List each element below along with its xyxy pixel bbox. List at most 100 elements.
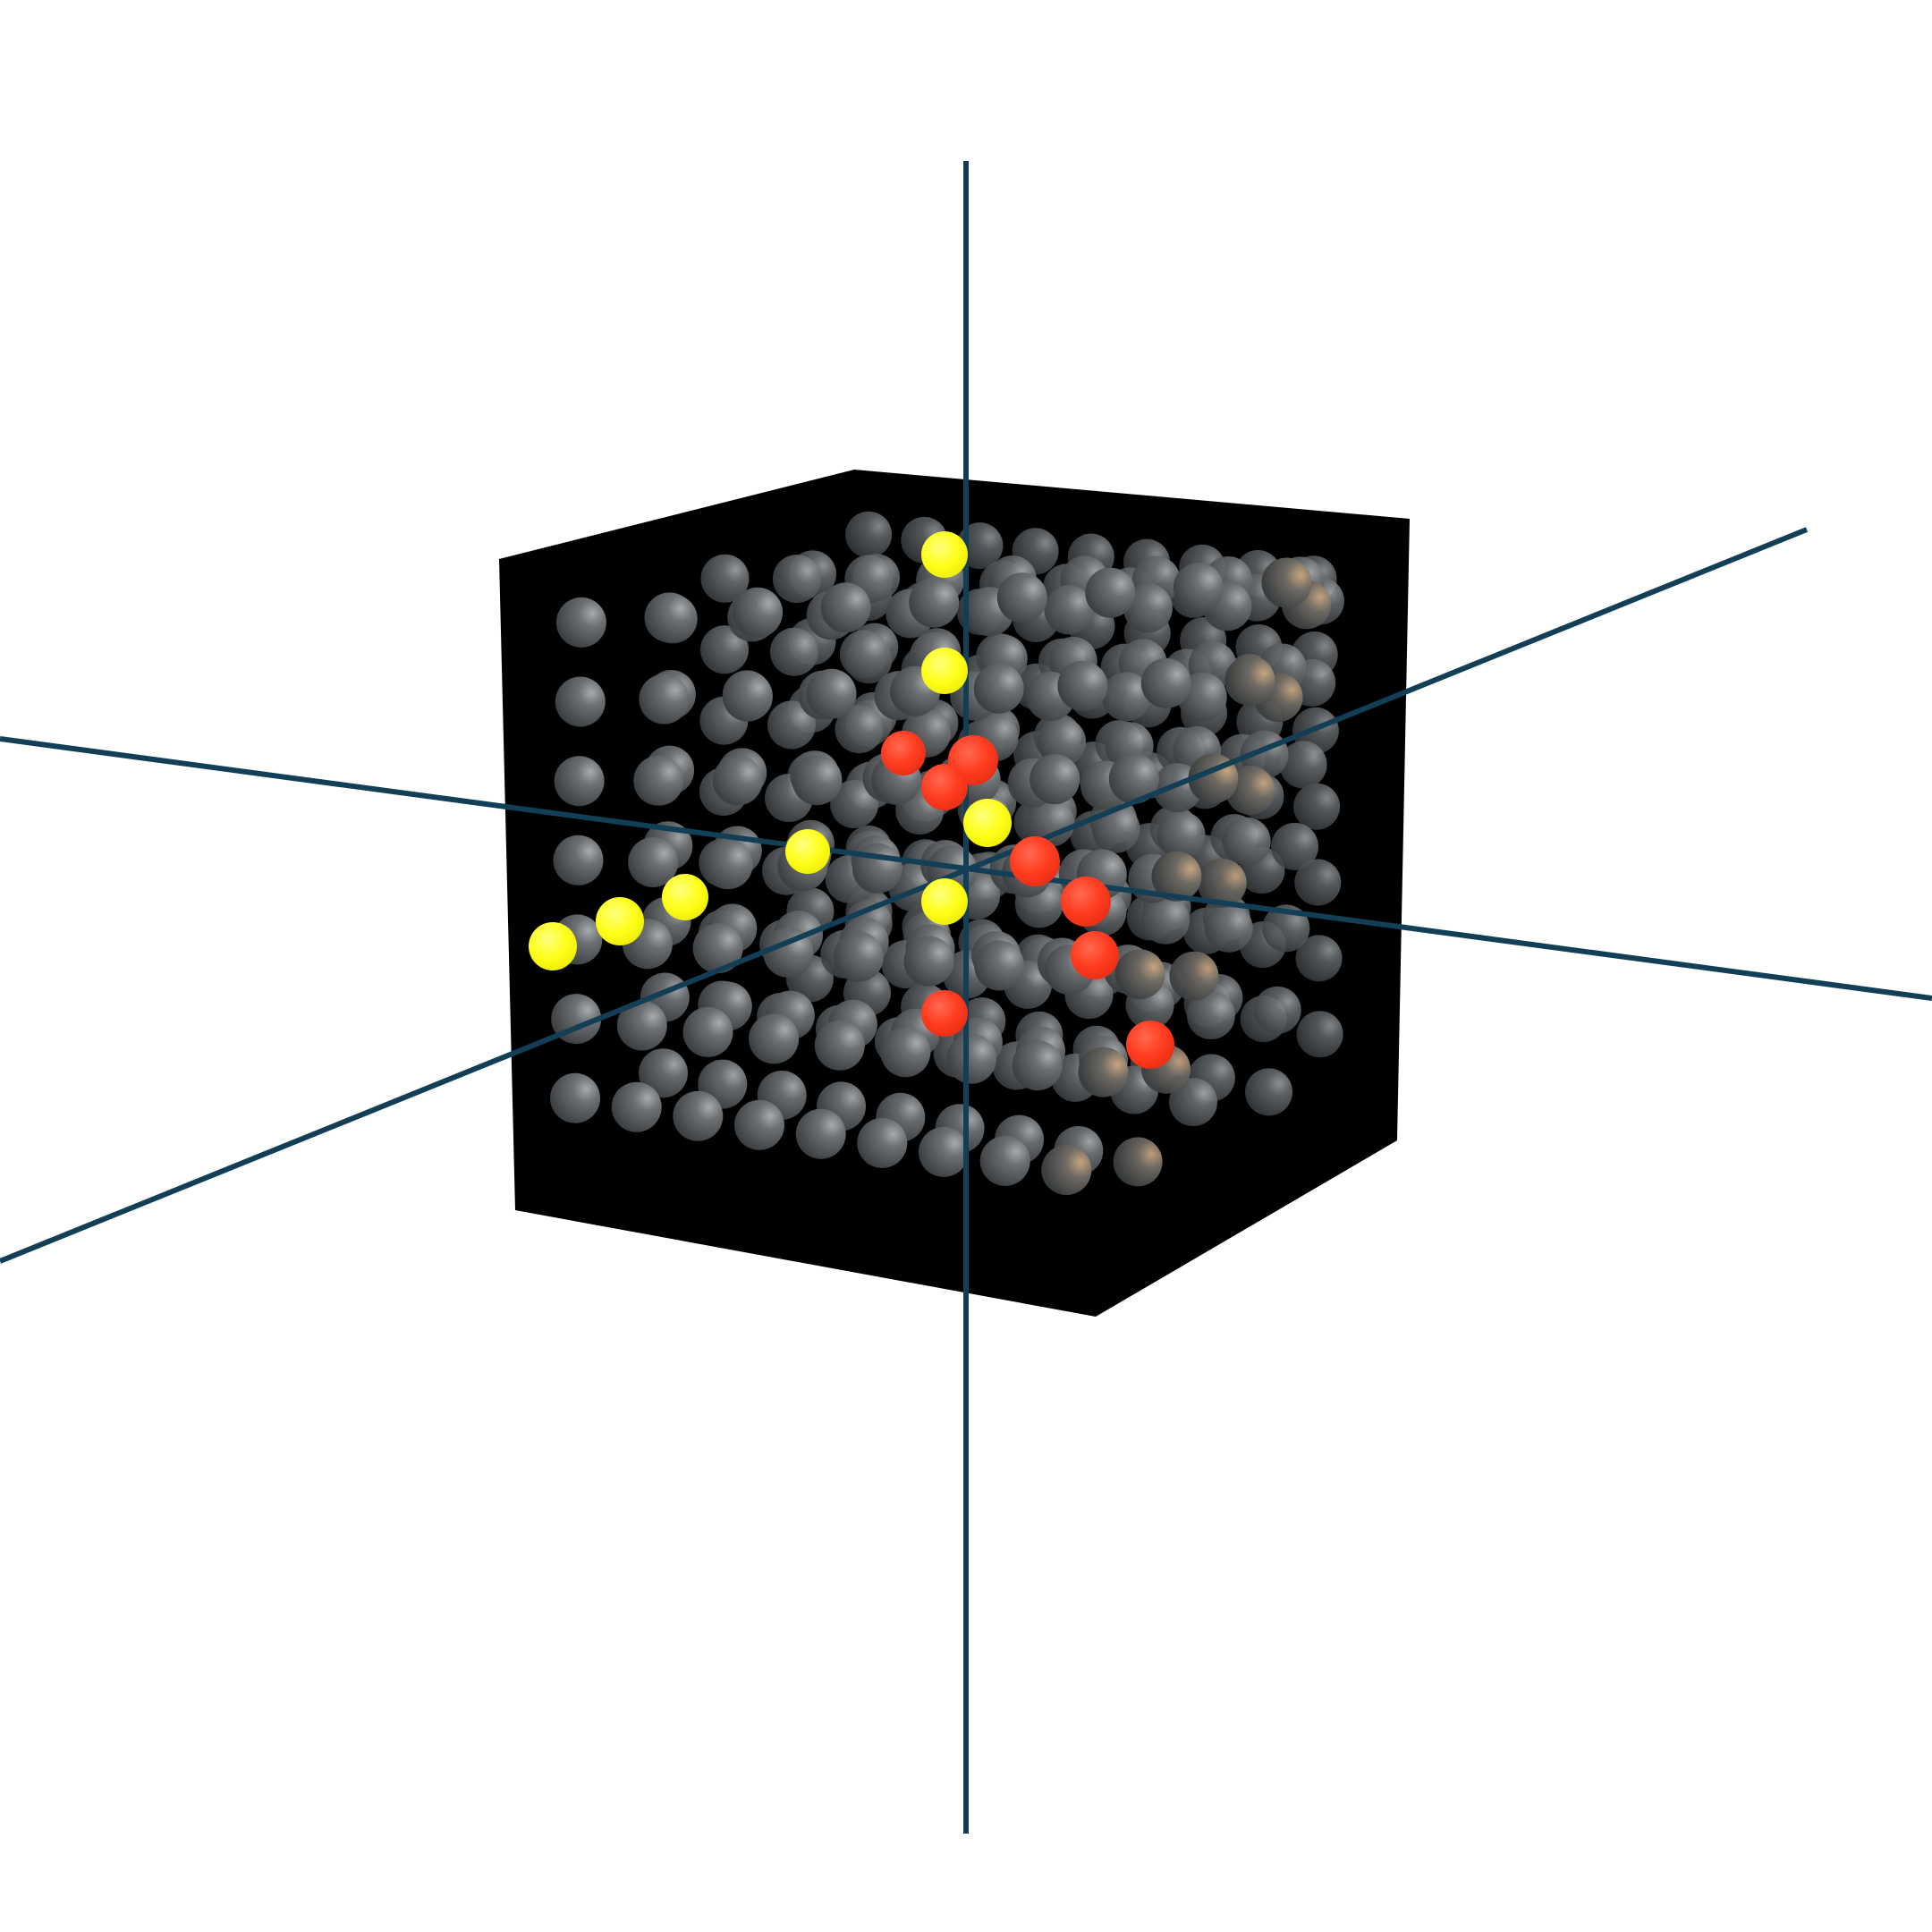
neutral-sphere [814, 1020, 865, 1071]
neutral-sphere [1038, 717, 1087, 767]
neutral-sphere [974, 940, 1025, 991]
neutral-sphere [1078, 1046, 1129, 1097]
neutral-sphere [1026, 798, 1075, 847]
neutral-sphere [1197, 858, 1247, 908]
neutral-sphere [1041, 1145, 1092, 1195]
neutral-sphere [1057, 660, 1108, 711]
neutral-sphere [1253, 986, 1301, 1034]
neutral-sphere [1294, 859, 1342, 906]
neutral-sphere [700, 554, 750, 603]
neutral-sphere [852, 843, 902, 894]
yellow-sphere [529, 922, 577, 970]
neutral-sphere [555, 597, 606, 648]
neutral-sphere [682, 1006, 733, 1057]
neutral-sphere [820, 582, 871, 633]
neutral-sphere [1224, 655, 1275, 706]
neutral-sphere [763, 927, 814, 978]
neutral-sphere [553, 835, 604, 886]
neutral-sphere [792, 755, 843, 806]
neutral-sphere [1296, 1011, 1343, 1058]
neutral-sphere [1108, 753, 1159, 804]
red-sphere [1010, 836, 1060, 886]
neutral-sphere [639, 674, 690, 724]
neutral-sphere [1012, 1040, 1063, 1091]
neutral-sphere [1151, 851, 1202, 902]
neutral-sphere [1295, 935, 1343, 982]
neutral-sphere [639, 1048, 688, 1098]
neutral-sphere [1262, 904, 1310, 953]
neutral-sphere [806, 668, 857, 719]
neutral-sphere [702, 839, 753, 890]
neutral-sphere [835, 705, 884, 754]
yellow-sphere [785, 829, 830, 874]
neutral-sphere [749, 1013, 800, 1064]
neutral-sphere [1140, 657, 1191, 708]
neutral-sphere [833, 931, 884, 982]
neutral-sphere [1030, 754, 1080, 805]
neutral-sphere [1123, 583, 1173, 633]
neutral-sphere [1169, 1078, 1217, 1127]
neutral-sphere [1279, 741, 1327, 789]
neutral-sphere [1293, 783, 1341, 830]
neutral-sphere [1141, 895, 1191, 945]
neutral-sphere [880, 1027, 931, 1078]
neutral-sphere [1169, 951, 1219, 1001]
neutral-sphere [767, 700, 816, 750]
neutral-sphere [550, 1072, 600, 1123]
neutral-sphere [692, 923, 743, 974]
red-sphere [921, 990, 968, 1037]
neutral-sphere [555, 676, 606, 727]
neutral-sphere [772, 555, 821, 604]
red-sphere [881, 731, 926, 775]
neutral-sphere [700, 625, 749, 674]
neutral-sphere [1044, 585, 1094, 635]
neutral-sphere [769, 627, 818, 676]
neutral-sphere [554, 756, 605, 807]
yellow-sphere [963, 799, 1012, 847]
neutral-sphere [1204, 903, 1253, 953]
neutral-sphere [996, 572, 1047, 623]
neutral-sphere [733, 587, 784, 638]
neutral-sphere [1245, 1068, 1292, 1116]
neutral-sphere [644, 592, 695, 643]
neutral-sphere [845, 511, 893, 558]
neutral-sphere [734, 1099, 784, 1150]
neutral-sphere [616, 1000, 667, 1051]
neutral-sphere [857, 1117, 908, 1168]
neutral-sphere [1261, 557, 1312, 608]
yellow-sphere [596, 897, 644, 945]
yellow-sphere [921, 648, 968, 694]
neutral-sphere [712, 755, 763, 806]
neutral-sphere [973, 663, 1024, 714]
yellow-sphere [921, 531, 968, 578]
neutral-sphere [946, 1033, 997, 1084]
neutral-sphere [673, 1090, 724, 1141]
highlighted-spheres [529, 531, 1174, 1069]
neutral-sphere [979, 1135, 1030, 1186]
neutral-sphere [909, 577, 960, 628]
neutral-sphere [1157, 810, 1206, 860]
red-sphere [1071, 931, 1119, 979]
red-sphere [921, 764, 968, 810]
axes [0, 161, 1932, 1834]
neutral-sphere [1173, 563, 1224, 614]
neutral-sphere [1113, 1137, 1163, 1187]
neutral-sphere [830, 780, 879, 828]
yellow-sphere [662, 874, 708, 920]
red-sphere [1061, 877, 1111, 927]
neutral-sphere [1101, 672, 1151, 722]
neutral-sphere [628, 837, 679, 887]
neutral-sphere [611, 1081, 662, 1132]
neutral-sphere [919, 1126, 969, 1177]
neutral-sphere [722, 671, 773, 722]
neutral-sphere [1186, 991, 1235, 1039]
neutral-sphere [1222, 817, 1271, 866]
axis-diagonal [0, 527, 1809, 1264]
neutral-sphere [839, 630, 888, 679]
yellow-sphere [921, 878, 968, 925]
neutral-sphere [633, 755, 684, 806]
neutral-sphere [903, 936, 954, 987]
neutral-sphere [1114, 949, 1165, 1000]
